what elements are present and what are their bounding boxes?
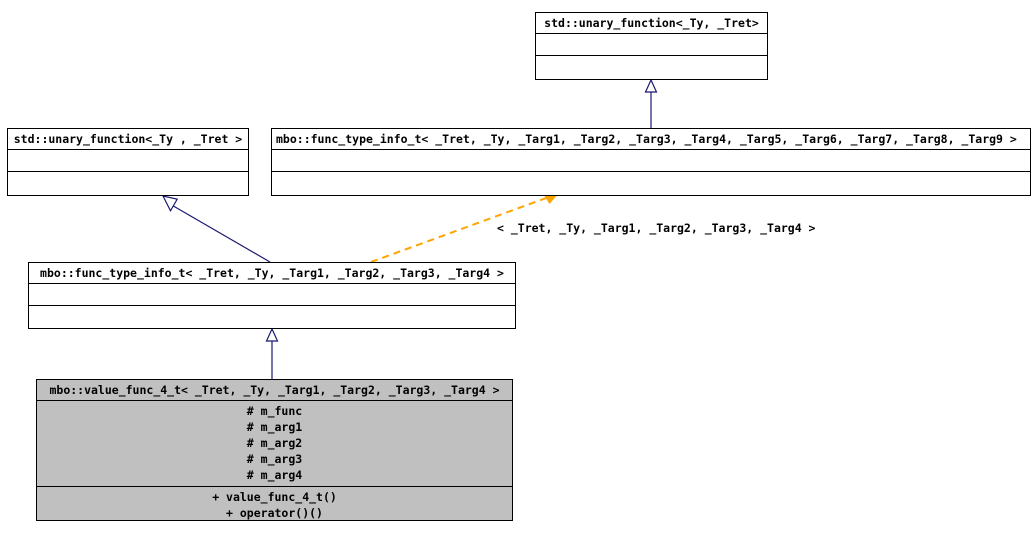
class-operations-compartment: + value_func_4_t() + operator()() xyxy=(37,487,512,524)
class-attribute: # m_arg4 xyxy=(246,468,303,482)
class-title: std::unary_function<_Ty, _Tret> xyxy=(536,13,767,34)
class-attribute: # m_arg2 xyxy=(246,436,303,450)
class-attributes-compartment xyxy=(272,150,1030,172)
class-attributes-compartment xyxy=(8,150,248,172)
edge-inheritance-top xyxy=(644,78,658,128)
class-attributes-compartment xyxy=(29,284,515,306)
class-attribute: # m_func xyxy=(246,404,303,418)
edge-label-template-instantiation: < _Tret, _Ty, _Targ1, _Targ2, _Targ3, _T… xyxy=(497,221,816,235)
class-title: mbo::func_type_info_t< _Tret, _Ty, _Targ… xyxy=(272,129,1030,150)
edge-inheritance-bottom xyxy=(265,327,279,379)
class-operations-compartment xyxy=(536,56,767,78)
class-operations-compartment xyxy=(8,172,248,194)
class-title: mbo::value_func_4_t< _Tret, _Ty, _Targ1,… xyxy=(37,380,512,401)
class-operations-compartment xyxy=(272,172,1030,194)
class-operation: + value_func_4_t() xyxy=(212,490,337,504)
class-operation: + operator()() xyxy=(226,506,323,520)
edge-inheritance-left xyxy=(161,195,271,263)
class-attributes-compartment xyxy=(536,34,767,56)
class-attributes-compartment: # m_func # m_arg1 # m_arg2 # m_arg3 # m_… xyxy=(37,401,512,487)
class-box-std-unary-function-left[interactable]: std::unary_function<_Ty , _Tret > xyxy=(7,128,249,196)
class-box-mbo-value-func-4-t[interactable]: mbo::value_func_4_t< _Tret, _Ty, _Targ1,… xyxy=(36,379,513,521)
class-attribute: # m_arg3 xyxy=(246,452,303,466)
class-title: std::unary_function<_Ty , _Tret > xyxy=(8,129,248,150)
class-title: mbo::func_type_info_t< _Tret, _Ty, _Targ… xyxy=(29,263,515,284)
class-box-mbo-func-type-info-t-4[interactable]: mbo::func_type_info_t< _Tret, _Ty, _Targ… xyxy=(28,262,516,329)
class-box-std-unary-function-top[interactable]: std::unary_function<_Ty, _Tret> xyxy=(535,12,768,80)
class-box-mbo-func-type-info-t-9[interactable]: mbo::func_type_info_t< _Tret, _Ty, _Targ… xyxy=(271,128,1031,196)
class-attribute: # m_arg1 xyxy=(246,420,303,434)
class-operations-compartment xyxy=(29,306,515,328)
